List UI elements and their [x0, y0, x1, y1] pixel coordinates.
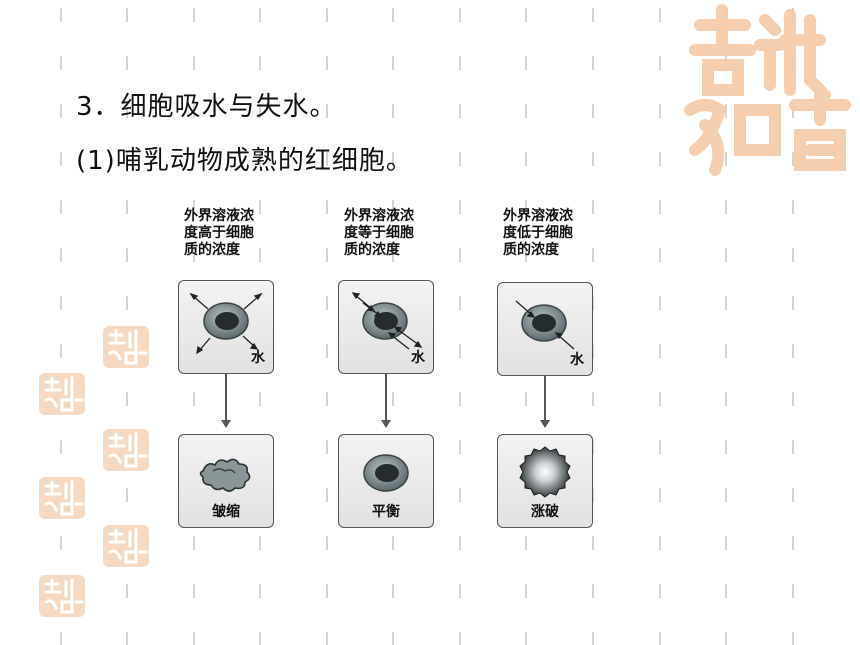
seal-icon: [684, 4, 851, 176]
cell-before-box: 水: [497, 282, 593, 376]
seal-icon: [39, 373, 85, 415]
cell-before-box: 水: [338, 280, 434, 374]
crenated-cell-icon: [199, 458, 251, 492]
red-blood-cell-icon: [351, 292, 423, 350]
water-label: 水: [411, 350, 425, 366]
cell-before-box: 水: [178, 280, 274, 374]
lysed-cell-icon: [519, 446, 571, 498]
red-blood-cell-icon: [363, 454, 409, 492]
condition-label: 外界溶液浓 度低于细胞 质的浓度: [503, 208, 573, 258]
water-label: 水: [251, 350, 265, 366]
result-label: 平衡: [372, 504, 400, 520]
seal-icon: [103, 525, 149, 567]
section-subtitle: (1)哺乳动物成熟的红细胞。: [76, 146, 413, 176]
seal-icon: [39, 575, 85, 617]
arrow-down-icon: [540, 376, 550, 428]
red-blood-cell-icon: [189, 292, 263, 355]
condition-column-hypertonic: 外界溶液浓 度高于细胞 质的浓度: [178, 208, 308, 259]
seal-icon: [39, 477, 85, 519]
condition-column-isotonic: 外界溶液浓 度等于细胞 质的浓度: [338, 208, 468, 259]
cell-after-box: 涨破: [497, 434, 593, 528]
arrow-down-icon: [381, 374, 391, 428]
seal-icon: [103, 429, 149, 471]
result-label: 皱缩: [212, 504, 240, 520]
red-blood-cell-icon: [515, 300, 575, 350]
seal-icon: [103, 326, 149, 368]
arrow-down-icon: [221, 374, 231, 428]
cell-after-box: 平衡: [338, 434, 434, 528]
result-label: 涨破: [531, 504, 559, 520]
condition-label: 外界溶液浓 度高于细胞 质的浓度: [184, 208, 254, 258]
condition-label: 外界溶液浓 度等于细胞 质的浓度: [344, 208, 414, 258]
page-title: 3．细胞吸水与失水。: [76, 92, 337, 122]
condition-column-hypotonic: 外界溶液浓 度低于细胞 质的浓度: [497, 208, 627, 259]
cell-after-box: 皱缩: [178, 434, 274, 528]
water-label: 水: [570, 352, 584, 368]
